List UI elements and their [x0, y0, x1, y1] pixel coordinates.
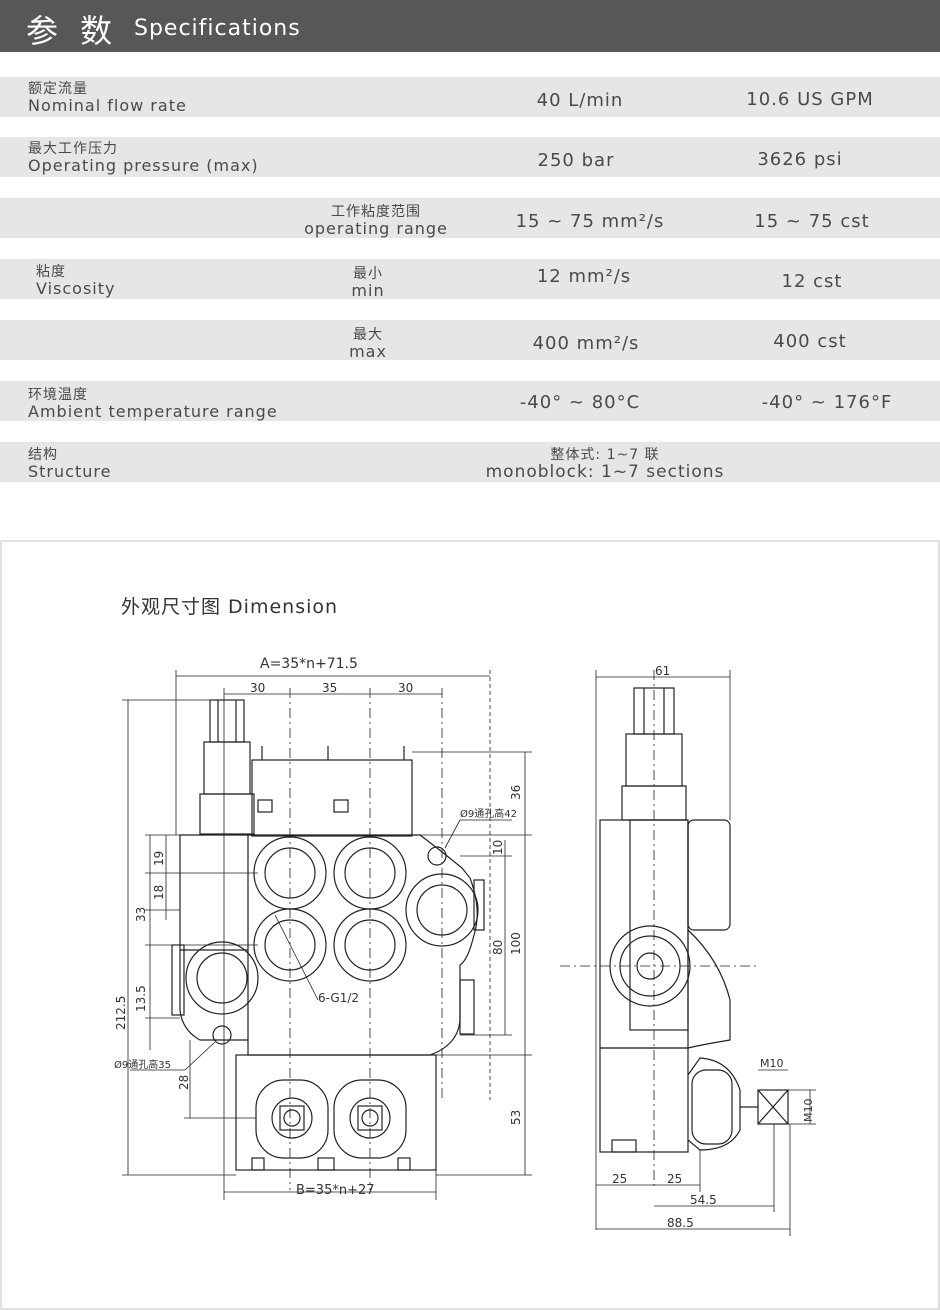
band-structure — [0, 442, 940, 482]
band-flow — [0, 77, 940, 117]
band-viscosity-max — [0, 320, 940, 360]
dim-28: 28 — [177, 1075, 191, 1090]
temp-imperial: -40° ~ 176°F — [761, 392, 893, 413]
pressure-metric: 250 bar — [537, 150, 615, 171]
structure-label-cn: 结构 — [28, 447, 58, 463]
visc-min-metric: 12 mm²/s — [536, 266, 632, 287]
dim-19: 19 — [152, 851, 166, 866]
dim-side-25b: 25 — [667, 1172, 682, 1186]
visc-min-label-en: min — [351, 281, 385, 300]
flow-label-en: Nominal flow rate — [28, 96, 187, 115]
visc-max-metric: 400 mm²/s — [532, 333, 640, 354]
label-hole-top: Ø9通孔高42 — [460, 807, 517, 820]
visc-range-imperial: 15 ~ 75 cst — [754, 211, 870, 232]
band-viscosity-min — [0, 259, 940, 299]
label-hole-bottom: Ø9通孔高35 — [114, 1058, 171, 1071]
dim-width-a: A=35*n+71.5 — [260, 656, 358, 672]
dim-m10a: M10 — [760, 1057, 784, 1070]
dim-side-54: 54.5 — [690, 1193, 717, 1207]
dimension-panel — [0, 540, 940, 1310]
dim-80: 80 — [491, 940, 505, 955]
visc-label-cn: 粘度 — [36, 264, 66, 280]
visc-max-label-cn: 最大 — [353, 327, 383, 343]
temp-label-en: Ambient temperature range — [28, 402, 278, 421]
dimension-title: 外观尺寸图 Dimension — [121, 596, 339, 618]
structure-label-en: Structure — [28, 462, 112, 481]
dim-m10b: M10 — [802, 1099, 815, 1123]
band-pressure — [0, 137, 940, 177]
header-title-en: Specifications — [134, 16, 301, 41]
spec-header: 参 数 Specifications — [0, 0, 940, 52]
dim-33: 33 — [134, 907, 148, 922]
dim-30b: 30 — [398, 681, 413, 695]
visc-min-label-cn: 最小 — [353, 266, 383, 282]
visc-max-imperial: 400 cst — [773, 331, 847, 352]
dim-10: 10 — [491, 840, 505, 855]
side-view — [560, 670, 816, 1236]
flow-imperial: 10.6 US GPM — [746, 89, 874, 110]
dim-side-25a: 25 — [612, 1172, 627, 1186]
dim-30a: 30 — [250, 681, 265, 695]
dim-100: 100 — [509, 932, 523, 955]
dim-13: 13.5 — [134, 985, 148, 1012]
visc-max-label-en: max — [349, 342, 387, 361]
flow-metric: 40 L/min — [536, 90, 624, 111]
band-viscosity-range — [0, 198, 940, 238]
dim-side-61: 61 — [655, 664, 670, 678]
structure-value-cn: 整体式: 1~7 联 — [550, 447, 660, 463]
visc-range-label-cn: 工作粘度范围 — [331, 204, 421, 220]
label-ports: 6-G1/2 — [318, 991, 359, 1005]
temp-label-cn: 环境温度 — [28, 387, 88, 403]
header-title-cn: 参 数 — [26, 12, 119, 50]
flow-label-cn: 额定流量 — [28, 81, 88, 97]
visc-min-imperial: 12 cst — [781, 271, 843, 292]
visc-range-label-en: operating range — [304, 219, 448, 238]
band-temperature — [0, 381, 940, 421]
front-view — [122, 670, 532, 1200]
dim-side-88: 88.5 — [667, 1216, 694, 1230]
visc-range-metric: 15 ~ 75 mm²/s — [515, 211, 665, 232]
dim-36: 36 — [509, 785, 523, 800]
visc-label-en: Viscosity — [36, 279, 116, 298]
dim-18: 18 — [152, 885, 166, 900]
dim-53: 53 — [509, 1110, 523, 1125]
dim-212: 212.5 — [114, 996, 128, 1030]
pressure-label-cn: 最大工作压力 — [28, 141, 118, 157]
pressure-label-en: Operating pressure (max) — [28, 156, 259, 175]
structure-value-en: monoblock: 1~7 sections — [485, 462, 725, 482]
dim-width-b: B=35*n+27 — [296, 1183, 375, 1198]
temp-metric: -40° ~ 80°C — [519, 392, 641, 413]
pressure-imperial: 3626 psi — [757, 149, 843, 170]
dim-35: 35 — [322, 681, 337, 695]
